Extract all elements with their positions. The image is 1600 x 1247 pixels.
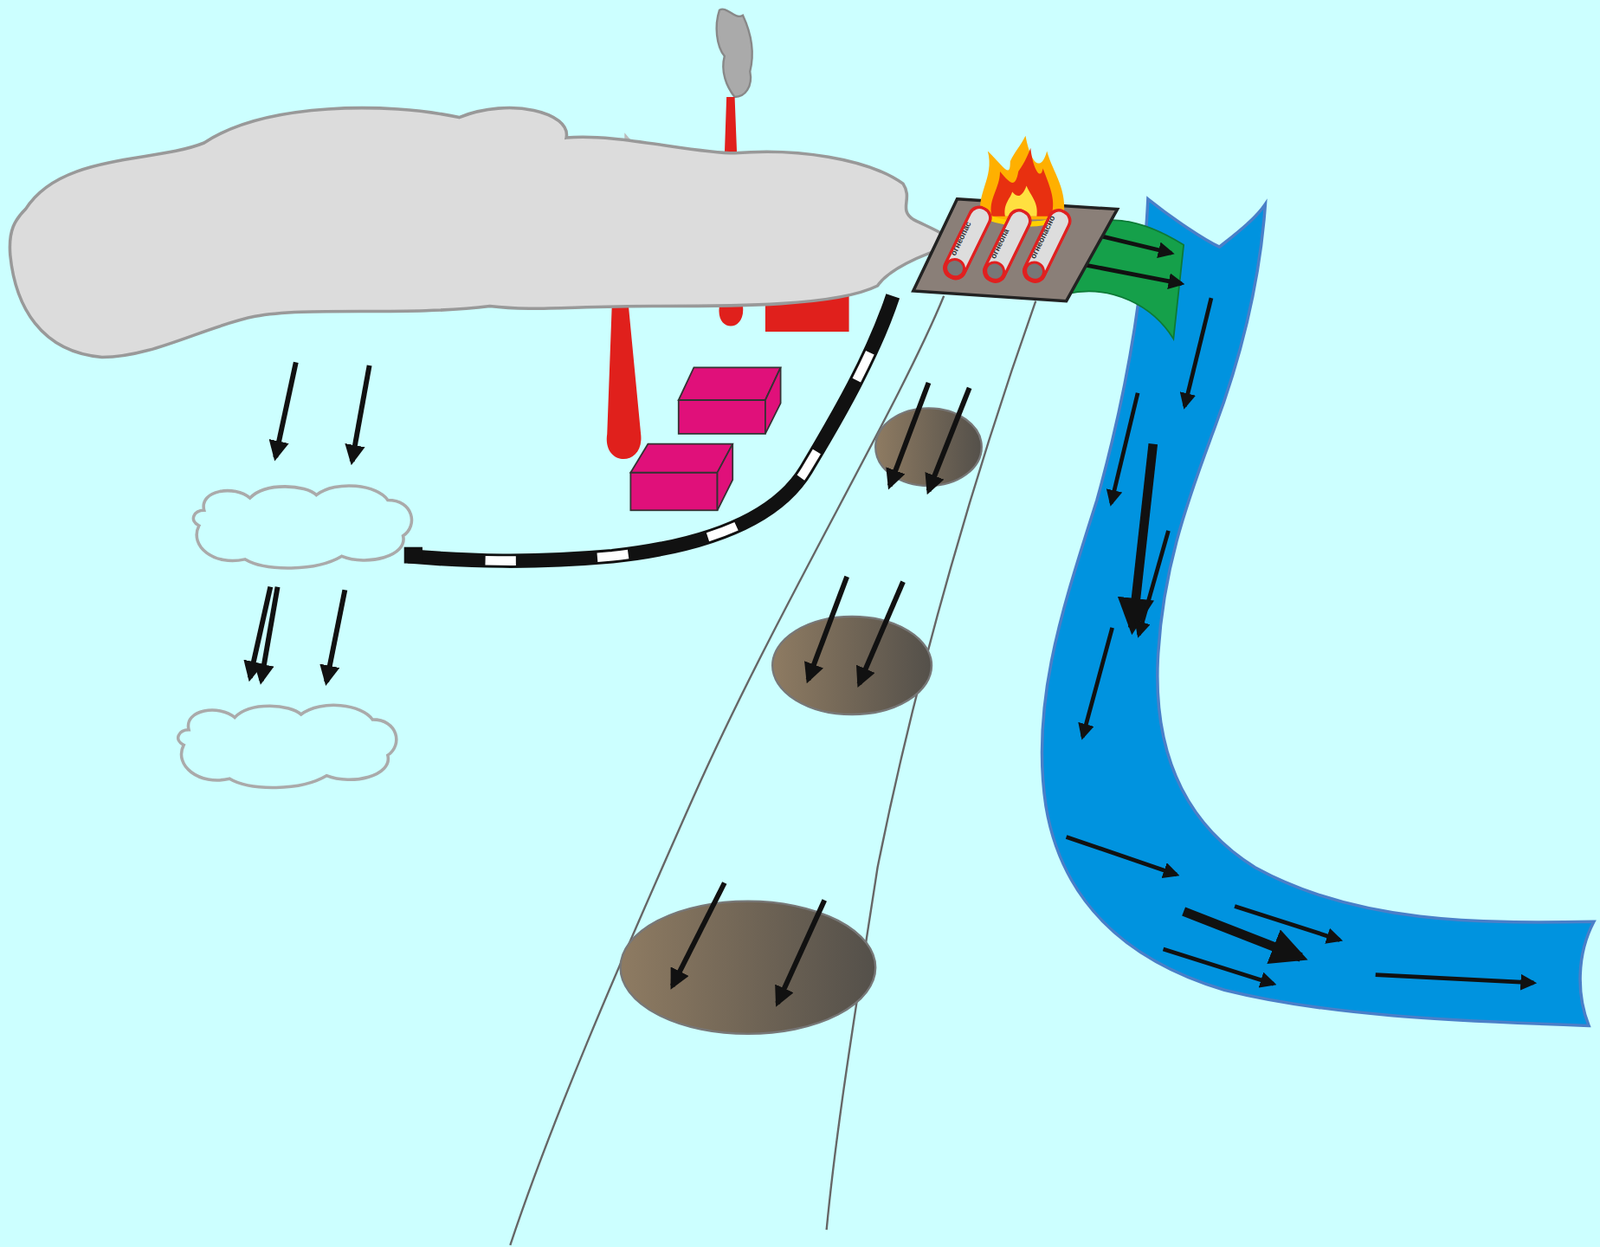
spill-pool [620,901,877,1034]
spill-arrows [672,382,970,1004]
cylinder-body [1020,206,1074,285]
small-cloud [178,704,397,788]
smoke-wisp [716,9,753,97]
storage-platform [913,199,1118,302]
storage-box [630,444,733,511]
pipeline-segment [407,296,893,562]
river-arrows [1066,297,1535,984]
pipeline [407,296,893,562]
small-cloud [193,485,412,568]
spill-pool [772,616,932,715]
cylinder-cap [982,259,1007,284]
river [1041,199,1594,1026]
cylinder-cap [942,256,968,280]
spill-pool [875,407,982,486]
ravine-edge [826,301,1037,1230]
cylinder-cap [1022,259,1047,284]
smoke-cloud [9,108,955,358]
chimney [606,296,642,459]
pipe-end [404,547,423,564]
storage-box [678,367,781,434]
